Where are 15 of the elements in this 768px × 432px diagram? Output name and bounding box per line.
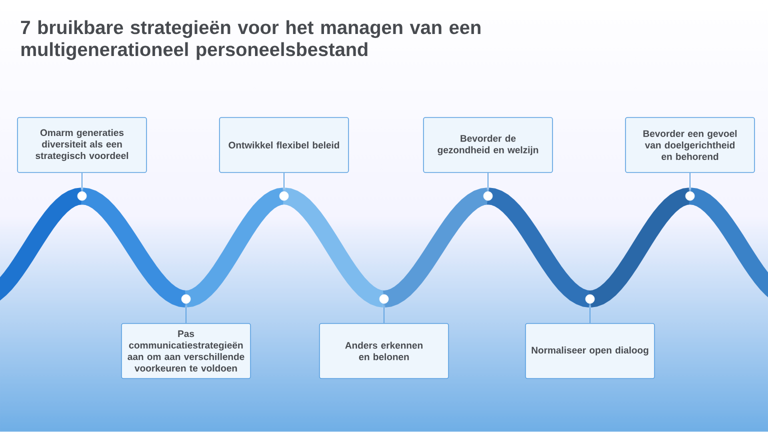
- text-box: Bevorder de gezondheid en welzijn: [423, 117, 553, 173]
- text-box: Ontwikkel flexibel beleid: [219, 117, 349, 173]
- title: 7 bruikbare strategieën voor het managen van een multigenerationeel personeelsbestand: [21, 20, 480, 60]
- timeline-dot: [585, 294, 595, 304]
- text-box: Pas communicatiestrategieën aan om aan verschillende voorkeuren te voldoen: [121, 323, 251, 379]
- timeline-dot: [379, 294, 389, 304]
- text-box: Omarm generaties diversiteit als een strategisch voordeel: [17, 117, 147, 173]
- text-box: Bevorder een gevoel van doelgerichtheid en behorend: [625, 117, 755, 173]
- text-box: Anders erkennen en belonen: [319, 323, 449, 379]
- text-box: Normaliseer open dialoog: [525, 323, 655, 379]
- timeline-dot: [483, 191, 493, 201]
- timeline-dot: [685, 191, 695, 201]
- timeline-dot: [181, 294, 191, 304]
- timeline-dot: [77, 191, 87, 201]
- timeline-dot: [279, 191, 289, 201]
